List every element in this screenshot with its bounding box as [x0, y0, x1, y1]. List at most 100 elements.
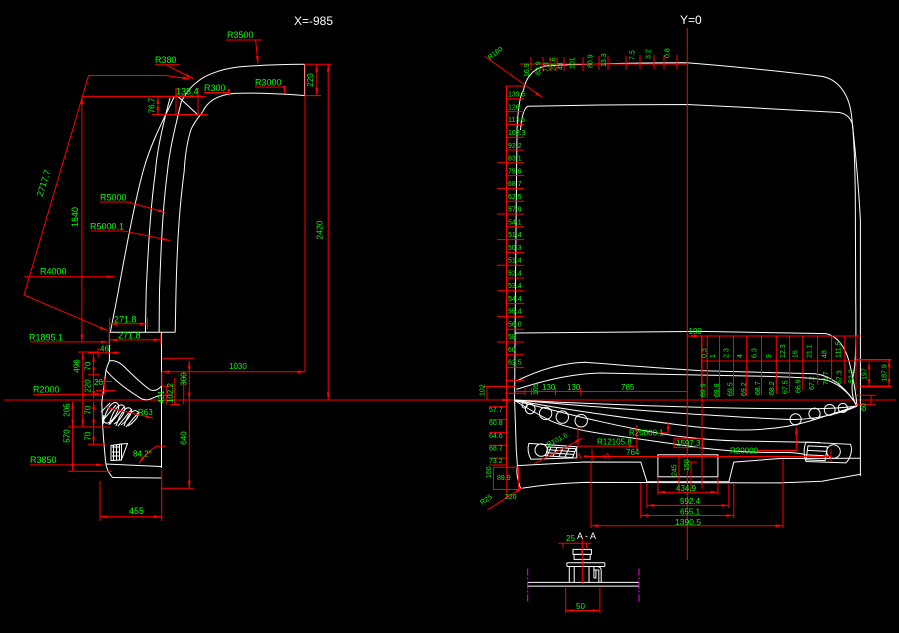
- svg-text:84.2°: 84.2°: [133, 450, 152, 459]
- svg-text:51.4: 51.4: [508, 258, 522, 265]
- svg-text:16.9: 16.9: [524, 63, 531, 77]
- svg-text:68.7: 68.7: [508, 181, 522, 188]
- svg-text:6.3: 6.3: [752, 348, 759, 358]
- svg-text:1030: 1030: [229, 362, 247, 371]
- svg-text:55.4: 55.4: [508, 309, 522, 316]
- svg-text:R12105.8: R12105.8: [597, 438, 632, 447]
- svg-text:54.1: 54.1: [508, 220, 522, 227]
- svg-text:75.6: 75.6: [508, 169, 522, 176]
- svg-text:62.5: 62.5: [508, 194, 522, 201]
- svg-text:3.2: 3.2: [646, 49, 653, 59]
- svg-text:50.3: 50.3: [508, 245, 522, 252]
- svg-text:7.3: 7.3: [544, 62, 551, 72]
- svg-text:113.6: 113.6: [508, 117, 525, 124]
- svg-text:67.5: 67.5: [783, 380, 790, 394]
- svg-text:101: 101: [570, 57, 577, 69]
- svg-text:68.7: 68.7: [489, 446, 503, 453]
- svg-text:25: 25: [566, 534, 575, 543]
- svg-text:111.5: 111.5: [836, 341, 843, 358]
- svg-text:1597.3: 1597.3: [676, 439, 701, 448]
- svg-text:67.2: 67.2: [809, 376, 816, 390]
- svg-text:16: 16: [793, 350, 800, 358]
- svg-text:496: 496: [73, 359, 82, 373]
- svg-text:R3500: R3500: [227, 30, 254, 40]
- svg-text:226: 226: [505, 494, 517, 501]
- svg-text:764: 764: [626, 448, 640, 457]
- svg-text:0.3: 0.3: [702, 348, 709, 358]
- svg-text:62.5: 62.5: [508, 360, 522, 367]
- svg-text:68.7: 68.7: [755, 381, 762, 395]
- svg-text:76.7: 76.7: [148, 97, 157, 113]
- svg-text:52.4: 52.4: [508, 271, 522, 278]
- svg-text:592.4: 592.4: [680, 497, 701, 506]
- svg-text:105: 105: [533, 383, 540, 395]
- svg-text:44: 44: [558, 62, 565, 70]
- svg-text:220: 220: [306, 73, 315, 87]
- svg-text:66.9: 66.9: [796, 379, 803, 393]
- svg-text:R380: R380: [155, 55, 177, 65]
- svg-text:R4000: R4000: [40, 267, 67, 277]
- svg-text:89.9: 89.9: [497, 475, 511, 482]
- svg-text:R63: R63: [138, 408, 153, 417]
- svg-text:271.8: 271.8: [114, 315, 137, 325]
- svg-text:187.9: 187.9: [882, 364, 889, 382]
- svg-text:57.9: 57.9: [508, 207, 522, 214]
- svg-text:64.6: 64.6: [489, 433, 503, 440]
- svg-text:69.5: 69.5: [728, 382, 735, 396]
- svg-text:12.3: 12.3: [780, 344, 787, 358]
- svg-text:130: 130: [542, 383, 556, 392]
- svg-text:67.3: 67.3: [837, 370, 844, 384]
- svg-text:1: 1: [710, 354, 717, 358]
- svg-text:434.9: 434.9: [676, 484, 697, 493]
- svg-text:13.3: 13.3: [601, 53, 608, 67]
- svg-text:R20000.1: R20000.1: [629, 429, 664, 438]
- svg-text:R5000.1: R5000.1: [90, 222, 124, 232]
- svg-text:102: 102: [480, 384, 487, 396]
- svg-text:765: 765: [621, 383, 635, 392]
- svg-text:A - A: A - A: [577, 531, 596, 541]
- svg-text:92.2: 92.2: [508, 143, 522, 150]
- svg-text:70: 70: [84, 431, 93, 440]
- svg-text:46: 46: [100, 345, 109, 354]
- svg-text:139.5: 139.5: [508, 92, 526, 99]
- svg-text:0.8: 0.8: [665, 48, 672, 58]
- svg-text:271.8: 271.8: [118, 331, 141, 341]
- svg-text:60.8: 60.8: [489, 420, 503, 427]
- svg-text:245: 245: [672, 464, 679, 476]
- svg-text:R20000: R20000: [730, 447, 759, 456]
- svg-text:58: 58: [508, 334, 516, 341]
- svg-text:R300: R300: [204, 83, 226, 93]
- svg-text:Y=0: Y=0: [680, 13, 702, 27]
- svg-text:A: A: [605, 452, 611, 462]
- svg-text:56.0: 56.0: [508, 322, 522, 329]
- svg-text:70: 70: [84, 361, 93, 370]
- svg-text:53.4: 53.4: [508, 283, 522, 290]
- svg-text:R5000: R5000: [100, 193, 127, 203]
- svg-text:51.4: 51.4: [508, 232, 522, 239]
- svg-text:640: 640: [180, 431, 189, 445]
- svg-text:570: 570: [63, 429, 72, 443]
- svg-text:69.2: 69.2: [741, 382, 748, 396]
- svg-text:83.1: 83.1: [508, 156, 522, 163]
- svg-text:205: 205: [63, 403, 72, 417]
- svg-text:70: 70: [84, 405, 93, 414]
- svg-text:73.2: 73.2: [489, 458, 503, 465]
- svg-text:102.3: 102.3: [508, 130, 526, 137]
- svg-text:X=-985: X=-985: [294, 14, 333, 28]
- svg-text:20: 20: [94, 378, 103, 387]
- svg-text:150: 150: [684, 459, 691, 471]
- svg-text:300: 300: [180, 372, 189, 386]
- svg-text:R2000: R2000: [33, 385, 60, 395]
- svg-text:R3000: R3000: [255, 78, 282, 88]
- svg-text:421: 421: [157, 390, 166, 404]
- svg-text:A: A: [576, 452, 582, 462]
- svg-text:68.2: 68.2: [769, 381, 776, 395]
- svg-text:4: 4: [737, 354, 744, 358]
- svg-text:2420: 2420: [315, 220, 325, 239]
- svg-text:1390.5: 1390.5: [675, 517, 701, 527]
- svg-text:655.1: 655.1: [680, 508, 701, 517]
- svg-text:50: 50: [576, 602, 585, 611]
- svg-text:160: 160: [486, 466, 493, 478]
- svg-text:100: 100: [689, 327, 703, 336]
- svg-text:57.7: 57.7: [489, 407, 503, 414]
